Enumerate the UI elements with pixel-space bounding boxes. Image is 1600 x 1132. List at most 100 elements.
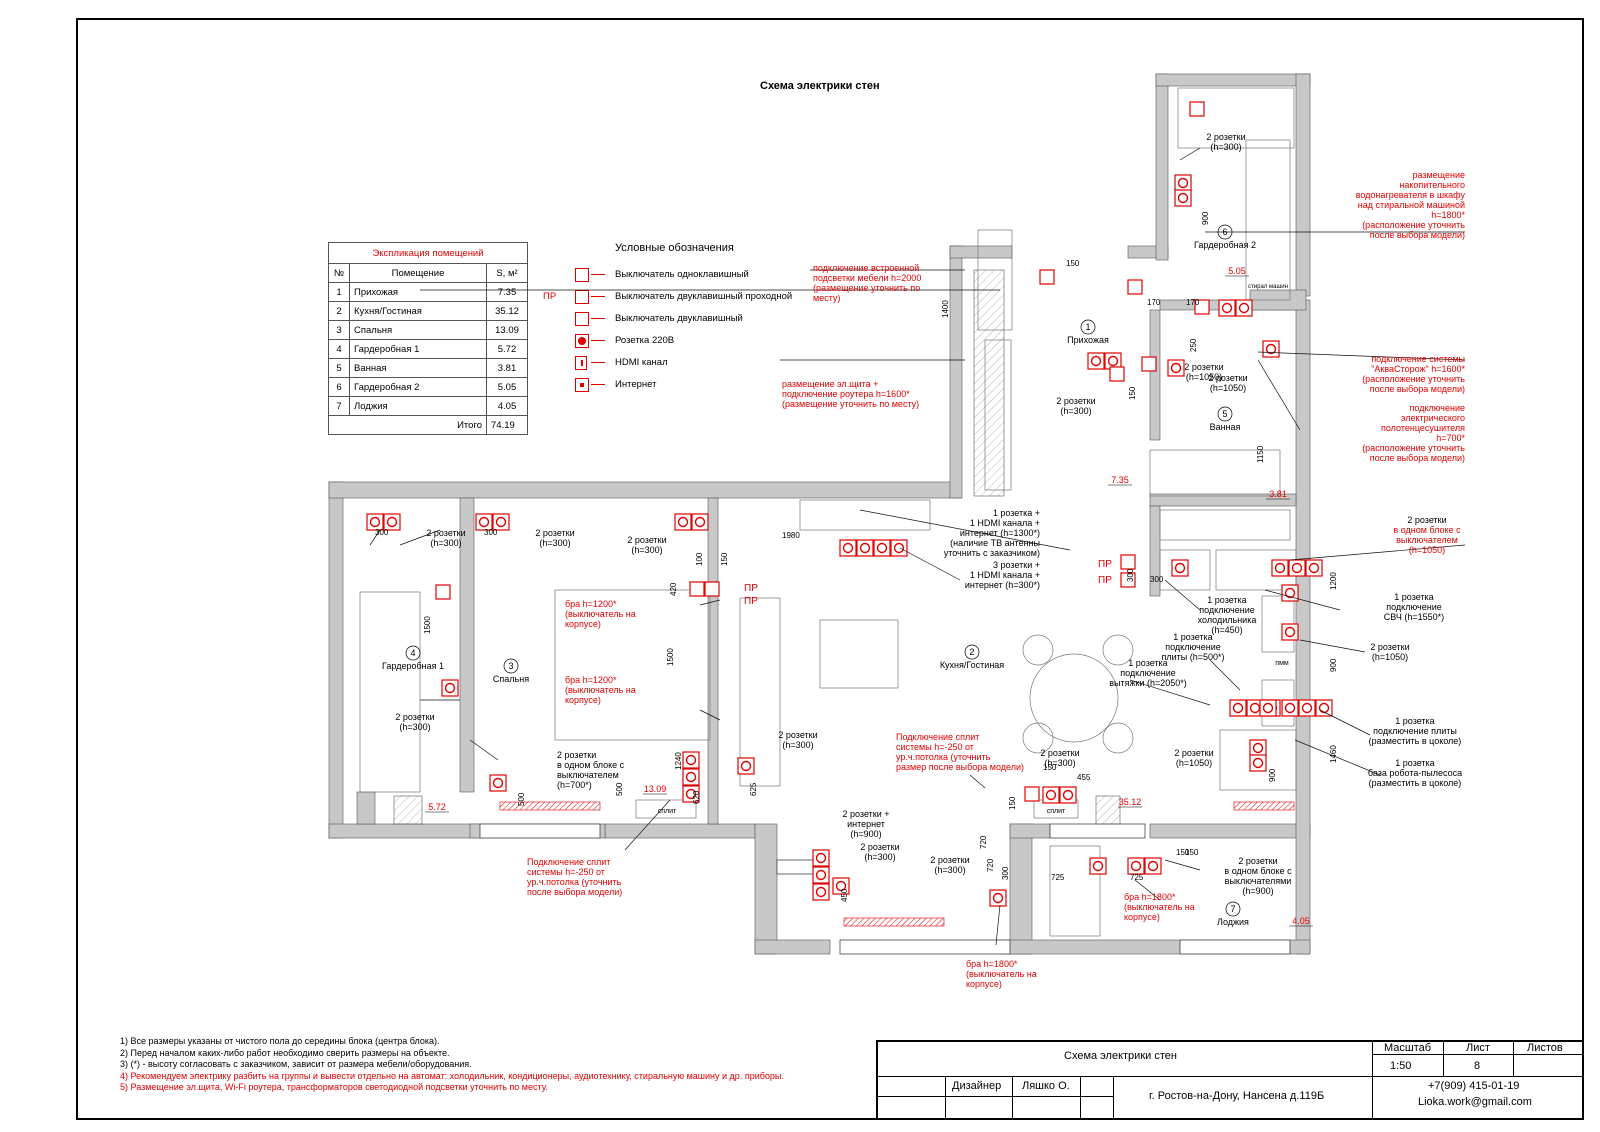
socket-mark — [1284, 587, 1296, 599]
column — [393, 795, 423, 825]
dimension: 100 — [695, 552, 704, 566]
socket-mark — [859, 542, 871, 554]
socket-box — [441, 679, 459, 697]
socket-mark — [1092, 860, 1104, 872]
note-two-sockets: 2 розетки(h=300) — [1056, 396, 1095, 416]
tb-sheet-value: 8 — [1474, 1060, 1481, 1072]
dimension: 500 — [517, 792, 526, 806]
legend-text: Выключатель одноклавишный — [615, 269, 749, 280]
socket-box — [1315, 699, 1333, 717]
leader — [1129, 679, 1211, 706]
room-name: Гардеробная 1 — [382, 661, 444, 671]
socket-box — [1087, 352, 1105, 370]
window — [839, 939, 1011, 955]
note-two-sockets: 2 розетки(h=300) — [627, 535, 666, 555]
room-area: 5.72 — [428, 802, 446, 812]
dimension: 150 — [1128, 386, 1137, 400]
leader — [1294, 739, 1381, 776]
dimension: 150 — [1008, 796, 1017, 810]
socket-mark — [1107, 355, 1119, 367]
dimension: 1240 — [674, 752, 683, 770]
note-line: 1) Все размеры указаны от чистого пола д… — [120, 1036, 440, 1046]
room-number: 2 — [969, 647, 974, 657]
pr-label: ПР — [1098, 575, 1112, 586]
furniture-item — [1159, 549, 1211, 591]
walls — [328, 73, 1311, 955]
washer-label: стирал машин — [1248, 284, 1288, 290]
wall-segment — [1295, 73, 1311, 297]
switch-box — [1127, 279, 1143, 295]
wall-segment — [1155, 73, 1311, 87]
tb-phone: +7(909) 415-01-19 — [1428, 1080, 1520, 1092]
note-aquaguard: подключение системы"АкваСторож" h=1600*(… — [1362, 354, 1465, 394]
socket-mark — [1238, 302, 1250, 314]
socket-box — [812, 849, 830, 867]
room-area: 4.05 — [1292, 916, 1310, 926]
note-two-sockets: 2 розетки(h=300) — [1206, 132, 1245, 152]
pmm-label: пмм — [1275, 660, 1289, 667]
socket-box — [475, 513, 493, 531]
socket-mark — [685, 754, 697, 766]
dimension: 170 — [1186, 298, 1200, 307]
socket-mark — [685, 771, 697, 783]
dimension: 720 — [986, 858, 995, 872]
wall-segment — [328, 823, 480, 839]
socket-box — [1174, 189, 1192, 207]
electrical-points — [366, 101, 1333, 907]
dimension: 300 — [375, 528, 389, 537]
room-area: 7.35 — [1111, 475, 1129, 485]
socket-mark — [815, 852, 827, 864]
socket-box — [1262, 340, 1280, 358]
legend-symbol — [575, 268, 589, 282]
furniture-item — [739, 597, 781, 787]
dining-table — [1029, 653, 1119, 743]
dimension: 900 — [1268, 768, 1277, 782]
leader — [1209, 659, 1241, 691]
furniture-item — [984, 339, 1012, 491]
legend-arrow — [591, 296, 605, 297]
socket-box — [489, 774, 507, 792]
socket-box — [832, 877, 850, 895]
room-name: Ванная — [1210, 422, 1241, 432]
socket-box — [383, 513, 401, 531]
dimension: 1200 — [1329, 572, 1338, 590]
dimension: 1500 — [666, 648, 675, 666]
socket-mark — [815, 869, 827, 881]
socket-mark — [876, 542, 888, 554]
dimension: 150 — [1176, 848, 1190, 857]
switch-box — [435, 584, 451, 600]
legend-text: Интернет — [615, 379, 657, 390]
wall-segment — [328, 481, 962, 499]
window — [1049, 823, 1146, 839]
socket-mark — [492, 777, 504, 789]
total-value: 74.19 — [486, 415, 528, 435]
note-line: 2) Перед началом каких-либо работ необхо… — [120, 1047, 450, 1058]
legend-symbol — [575, 290, 589, 304]
annotations: 1Прихожая7.352Кухня/Гостиная35.123Спальн… — [375, 132, 1465, 989]
note-tv-top: 1 розетка +1 HDMI канала +интернет (h=13… — [944, 508, 1040, 558]
leader — [1164, 859, 1201, 871]
socket-mark — [1174, 562, 1186, 574]
note-two-sockets-1050: 2 розетки(h=1050) — [1174, 748, 1213, 768]
split-label: сплит — [658, 808, 677, 815]
legend-symbol — [575, 356, 587, 370]
socket-mark — [1221, 302, 1233, 314]
socket-mark — [1291, 562, 1303, 574]
leader — [995, 904, 1001, 946]
socket-mark — [1308, 562, 1320, 574]
leader — [699, 709, 721, 721]
furniture-item — [1219, 729, 1297, 791]
socket-box — [682, 751, 700, 769]
furniture-item — [554, 589, 711, 741]
socket-mark — [1177, 192, 1189, 204]
socket-mark — [1284, 626, 1296, 638]
legend-symbol — [575, 378, 589, 392]
leader — [899, 547, 961, 581]
